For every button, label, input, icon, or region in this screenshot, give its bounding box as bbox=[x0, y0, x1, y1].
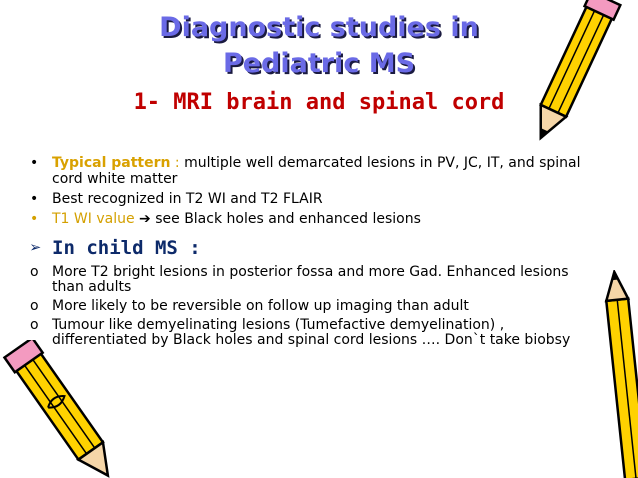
slide-subtitle: 1- MRI brain and spinal cord bbox=[133, 90, 505, 115]
pencil-icon bbox=[2, 340, 110, 478]
circle-bullet-marker: o bbox=[30, 264, 39, 280]
circle-bullet-marker: o bbox=[30, 317, 39, 333]
section-heading-text: In child MS : bbox=[52, 237, 201, 259]
bullet-marker: • bbox=[30, 191, 39, 207]
bullet-marker: • bbox=[30, 211, 39, 227]
child-ms-list: o More T2 bright lesions in posterior fo… bbox=[30, 265, 590, 348]
pencil-icon bbox=[539, 0, 622, 141]
list-item-text: More likely to be reversible on follow u… bbox=[52, 298, 469, 314]
list-item: • Typical pattern : multiple well demarc… bbox=[30, 155, 590, 187]
pencil-icon bbox=[604, 270, 638, 478]
list-item-text: More T2 bright lesions in posterior foss… bbox=[52, 264, 569, 295]
highlight-text: T1 WI value bbox=[52, 211, 135, 227]
list-item: o More T2 bright lesions in posterior fo… bbox=[30, 265, 590, 295]
bullet-list: • Typical pattern : multiple well demarc… bbox=[30, 155, 590, 227]
list-item: o Tumour like demyelinating lesions (Tum… bbox=[30, 318, 590, 348]
section-heading: ➢ In child MS : bbox=[30, 237, 590, 259]
list-item-text: Tumour like demyelinating lesions (Tumef… bbox=[52, 317, 571, 348]
list-item: • T1 WI value ➔ see Black holes and enha… bbox=[30, 211, 590, 227]
arrow-icon: ➔ bbox=[139, 211, 151, 227]
list-item-text: see Black holes and enhanced lesions bbox=[155, 211, 421, 227]
highlight-text: Typical pattern bbox=[52, 155, 171, 171]
list-item-text: multiple well demarcated lesions in PV, … bbox=[52, 155, 581, 187]
list-item-text: Best recognized in T2 WI and T2 FLAIR bbox=[52, 191, 323, 207]
bullet-marker: • bbox=[30, 155, 39, 171]
highlight-suffix: : bbox=[170, 155, 180, 171]
slide-title-line2: Pediatric MS bbox=[222, 48, 416, 79]
list-item: o More likely to be reversible on follow… bbox=[30, 299, 590, 314]
arrow-bullet-icon: ➢ bbox=[30, 237, 42, 259]
slide-content: • Typical pattern : multiple well demarc… bbox=[30, 155, 590, 352]
list-item: • Best recognized in T2 WI and T2 FLAIR bbox=[30, 191, 590, 207]
circle-bullet-marker: o bbox=[30, 298, 39, 314]
slide-title-line1: Diagnostic studies in bbox=[159, 12, 479, 43]
